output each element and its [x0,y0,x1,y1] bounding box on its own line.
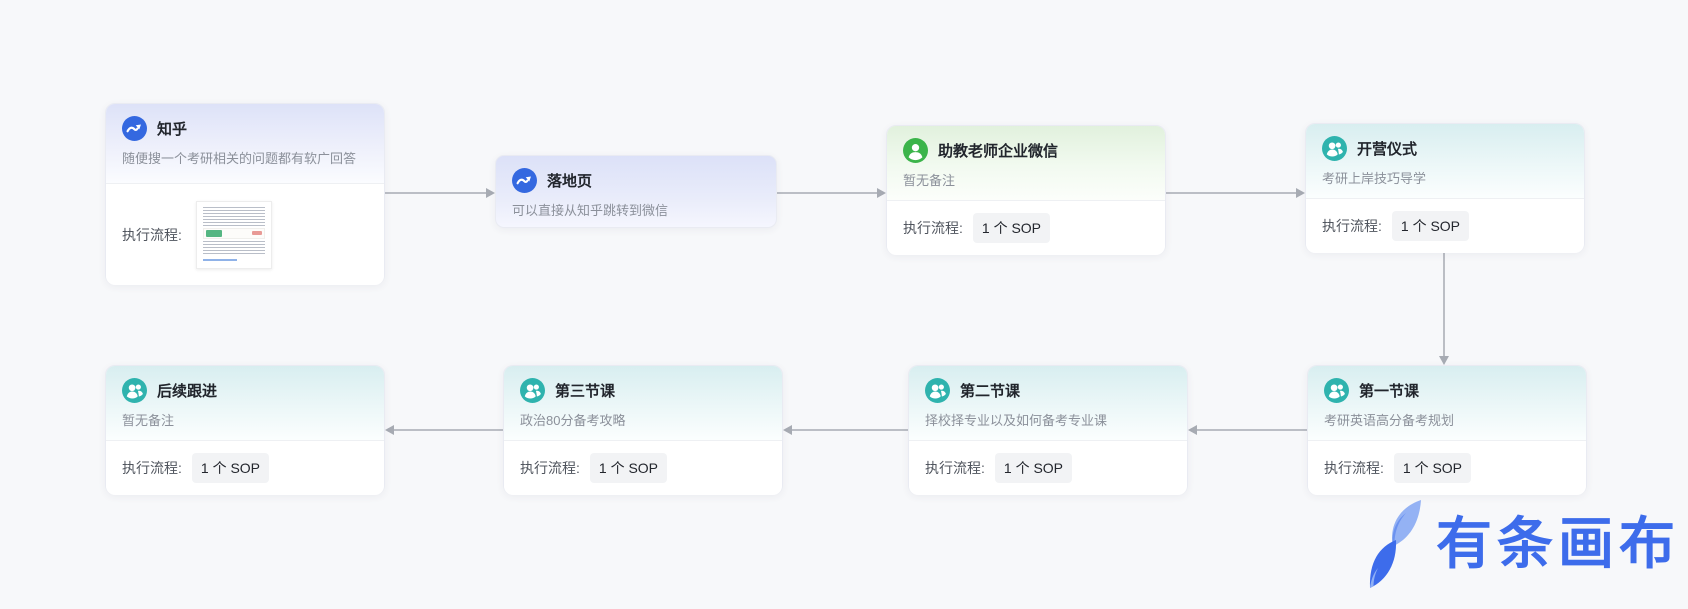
node-header: 知乎 随便搜一个考研相关的问题都有软广回答 [106,104,384,183]
node-body: 执行流程: [106,183,384,285]
flow-label: 执行流程: [122,460,182,476]
node-subtitle: 考研英语高分备考规划 [1324,413,1455,428]
node-footer: 执行流程: 1 个 SOP [106,440,384,495]
node-card-wecom-teacher[interactable]: 助教老师企业微信 暂无备注 执行流程: 1 个 SOP [886,125,1166,255]
node-card-landing-page[interactable]: 落地页 可以直接从知乎跳转到微信 [495,155,777,228]
preview-text-lines [202,206,265,226]
preview-red-label [251,231,262,235]
sop-count-badge[interactable]: 1 个 SOP [972,213,1051,243]
node-title: 开营仪式 [1357,141,1418,158]
node-title: 知乎 [157,121,188,138]
node-header: 后续跟进 暂无备注 [106,366,384,440]
node-card-lesson-2[interactable]: 第二节课 择校择专业以及如何备考专业课 执行流程: 1 个 SOP [908,365,1188,495]
node-title: 第一节课 [1359,383,1420,400]
sop-count-badge[interactable]: 1 个 SOP [191,453,270,483]
sop-count-badge[interactable]: 1 个 SOP [589,453,668,483]
preview-card [202,227,265,239]
node-subtitle: 暂无备注 [903,173,956,188]
preview-link-line [202,258,237,261]
people-icon [1324,378,1349,403]
node-card-lesson-1[interactable]: 第一节课 考研英语高分备考规划 执行流程: 1 个 SOP [1307,365,1587,495]
node-subtitle: 可以直接从知乎跳转到微信 [512,203,669,218]
node-subtitle: 择校择专业以及如何备考专业课 [925,413,1108,428]
node-subtitle: 暂无备注 [122,413,175,428]
flow-label: 执行流程: [520,460,580,476]
node-title: 落地页 [547,173,593,190]
flow-label: 执行流程: [925,460,985,476]
preview-green-button [205,229,222,237]
node-title: 后续跟进 [157,383,218,400]
flow-label: 执行流程: [1324,460,1384,476]
brand-logo-text: 有条画布 [1436,512,1680,575]
node-footer: 执行流程: 1 个 SOP [1308,440,1586,495]
node-card-opening-ceremony[interactable]: 开营仪式 考研上岸技巧导学 执行流程: 1 个 SOP [1305,123,1585,253]
node-subtitle: 政治80分备考攻略 [520,413,626,428]
node-preview-image[interactable] [195,200,272,269]
sop-count-badge[interactable]: 1 个 SOP [1393,453,1472,483]
node-title: 第二节课 [960,383,1021,400]
people-icon [1322,136,1347,161]
node-footer: 执行流程: 1 个 SOP [504,440,782,495]
node-card-lesson-3[interactable]: 第三节课 政治80分备考攻略 执行流程: 1 个 SOP [503,365,783,495]
flow-label: 执行流程: [122,226,182,243]
node-header: 助教老师企业微信 暂无备注 [887,126,1165,200]
paper-plane-icon [122,116,147,141]
node-header: 第一节课 考研英语高分备考规划 [1308,366,1586,440]
node-header: 开营仪式 考研上岸技巧导学 [1306,124,1584,198]
node-footer: 执行流程: 1 个 SOP [887,200,1165,255]
node-card-zhihu[interactable]: 知乎 随便搜一个考研相关的问题都有软广回答 执行流程: [105,103,385,285]
people-icon [520,378,545,403]
node-footer: 执行流程: 1 个 SOP [909,440,1187,495]
people-icon [122,378,147,403]
flow-label: 执行流程: [1322,218,1382,234]
node-title: 助教老师企业微信 [938,143,1059,160]
sop-count-badge[interactable]: 1 个 SOP [994,453,1073,483]
brand-watermark: 有条画布 [1366,498,1680,590]
brand-logo-icon [1369,500,1421,588]
flow-label: 执行流程: [903,220,963,236]
node-title: 第三节课 [555,383,616,400]
paper-plane-icon [512,168,537,193]
node-header: 第三节课 政治80分备考攻略 [504,366,782,440]
node-footer: 执行流程: 1 个 SOP [1306,198,1584,253]
node-header: 第二节课 择校择专业以及如何备考专业课 [909,366,1187,440]
person-icon [903,138,928,163]
node-subtitle: 考研上岸技巧导学 [1322,171,1427,186]
preview-text-lines [202,240,265,256]
node-subtitle: 随便搜一个考研相关的问题都有软广回答 [122,151,357,166]
sop-count-badge[interactable]: 1 个 SOP [1391,211,1470,241]
people-icon [925,378,950,403]
node-card-follow-up[interactable]: 后续跟进 暂无备注 执行流程: 1 个 SOP [105,365,385,495]
